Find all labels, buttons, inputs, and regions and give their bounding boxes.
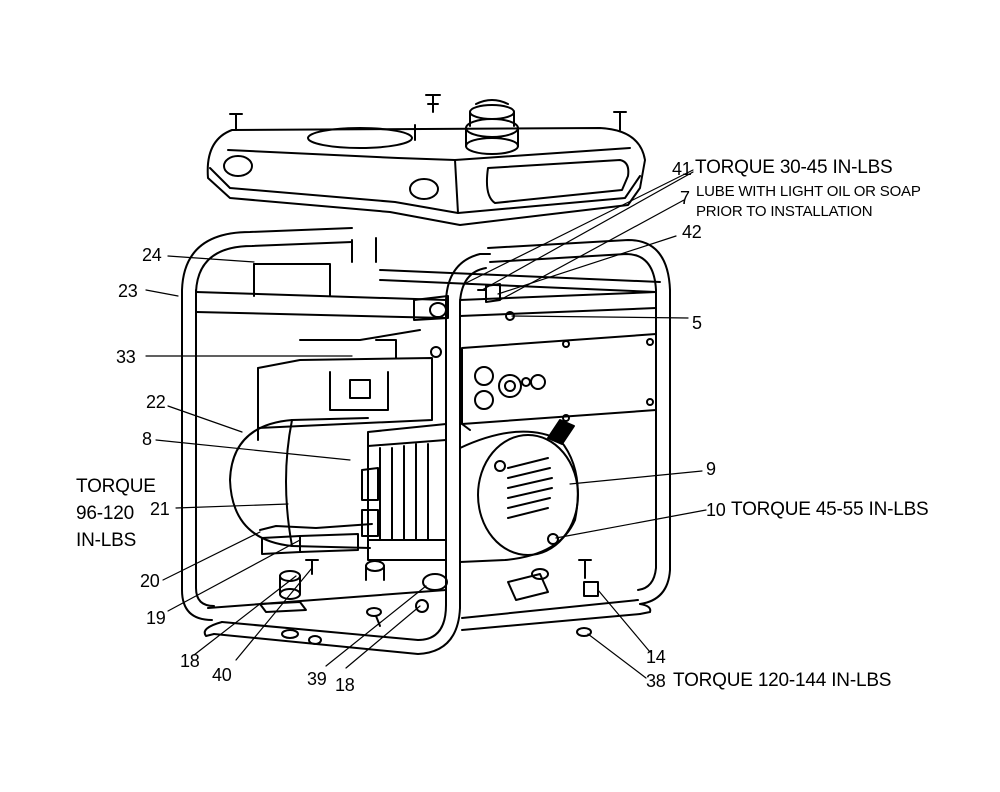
torque-note-38: TORQUE 120-144 IN-LBS — [673, 670, 892, 691]
frame — [181, 227, 671, 655]
callout-22: 22 — [146, 392, 166, 412]
callout-18-center: 18 — [335, 675, 355, 695]
alternator — [229, 417, 579, 563]
callout-8: 8 — [142, 429, 152, 449]
mounting-hardware — [259, 523, 599, 645]
callout-23: 23 — [118, 281, 138, 301]
torque-note-left-line1: TORQUE — [76, 476, 156, 497]
callout-19: 19 — [146, 608, 166, 628]
torque-note-10: TORQUE 45-55 IN-LBS — [731, 499, 929, 520]
callout-14: 14 — [646, 647, 666, 667]
callout-20: 20 — [140, 571, 160, 591]
callout-18-left: 18 — [180, 651, 200, 671]
callout-40: 40 — [212, 665, 232, 685]
callout-33: 33 — [116, 347, 136, 367]
callout-9: 9 — [706, 459, 716, 479]
control-panel — [461, 333, 657, 431]
callout-41: 41 — [672, 159, 692, 179]
torque-note-left-line2: 96-120 — [76, 503, 134, 524]
torque-note-left-line3: IN-LBS — [76, 530, 137, 551]
fuel-tank — [206, 99, 646, 226]
engine-block — [253, 237, 433, 441]
callout-7: 7 — [680, 188, 690, 208]
leader-lines — [145, 169, 707, 679]
lube-note-line2: PRIOR TO INSTALLATION — [696, 203, 873, 220]
lube-note-line1: LUBE WITH LIGHT OIL OR SOAP — [696, 183, 921, 200]
callout-39: 39 — [307, 669, 327, 689]
callout-42: 42 — [682, 222, 702, 242]
callout-10: 10 — [706, 500, 726, 520]
callout-38: 38 — [646, 671, 666, 691]
torque-note-41: TORQUE 30-45 IN-LBS — [695, 157, 893, 178]
callout-21: 21 — [150, 499, 170, 519]
tank-bolts — [229, 94, 627, 141]
callout-24: 24 — [142, 245, 162, 265]
callout-5: 5 — [692, 313, 702, 333]
